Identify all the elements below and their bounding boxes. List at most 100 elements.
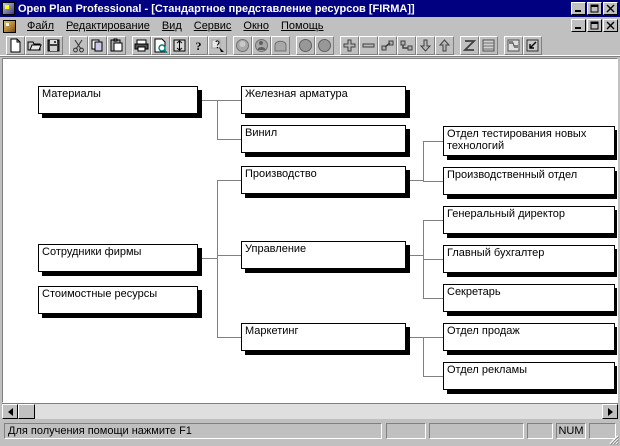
- ellipse-filled2-icon[interactable]: [315, 36, 334, 55]
- node-label: Отдел тестирования новых технологий: [447, 128, 587, 152]
- node-body[interactable]: Винил: [241, 125, 406, 153]
- edge-child-stub: [217, 100, 241, 101]
- help-question-icon[interactable]: ?: [189, 36, 208, 55]
- menu-item-service-label: Сервис: [193, 20, 232, 32]
- edge-vertical-trunk: [217, 100, 218, 140]
- node-body[interactable]: Материалы: [38, 86, 198, 114]
- node-body[interactable]: Стоимостные ресурсы: [38, 286, 198, 314]
- diagram-node[interactable]: Управление: [241, 241, 410, 273]
- status-panel-3: [527, 423, 553, 439]
- node-body[interactable]: Производственный отдел: [443, 167, 615, 195]
- menu-item-view[interactable]: Вид: [156, 19, 188, 33]
- edge-parent-stub: [198, 258, 217, 259]
- menu-item-file[interactable]: Файл: [21, 19, 60, 33]
- diagram-node[interactable]: Стоимостные ресурсы: [38, 286, 202, 318]
- diagram-node[interactable]: Главный бухгалтер: [443, 245, 617, 277]
- paste-clipboard-icon[interactable]: [107, 36, 126, 55]
- node-body[interactable]: Маркетинг: [241, 323, 406, 351]
- document-icon[interactable]: [3, 19, 16, 33]
- diagram-node[interactable]: Отдел продаж: [443, 323, 617, 355]
- scrollbar-thumb[interactable]: [18, 404, 35, 419]
- menu-item-edit-label: Редактирование: [66, 20, 150, 32]
- print-preview-icon[interactable]: [151, 36, 170, 55]
- diagram-node[interactable]: Сотрудники фирмы: [38, 244, 202, 276]
- node-label: Винил: [245, 127, 278, 139]
- diagram-node[interactable]: Отдел рекламы: [443, 362, 617, 394]
- node-body[interactable]: Секретарь: [443, 284, 615, 312]
- node-body[interactable]: Железная арматура: [241, 86, 406, 114]
- scrollbar-track[interactable]: [18, 404, 602, 419]
- toolbar: ?: [0, 35, 620, 57]
- window-controls: [571, 2, 618, 15]
- diagram-node[interactable]: Генеральный директор: [443, 206, 617, 238]
- edge-child-stub: [423, 220, 443, 221]
- scroll-right-arrow[interactable]: [602, 404, 618, 419]
- menu-item-help[interactable]: Помощь: [275, 19, 330, 33]
- status-hint: Для получения помощи нажмите F1: [4, 423, 382, 439]
- node-body[interactable]: Отдел рекламы: [443, 362, 615, 390]
- restore-button[interactable]: [587, 2, 602, 15]
- diagram-node[interactable]: Маркетинг: [241, 323, 410, 355]
- copy-icon[interactable]: [88, 36, 107, 55]
- diagram-node[interactable]: Секретарь: [443, 284, 617, 316]
- node-body[interactable]: Отдел продаж: [443, 323, 615, 351]
- diagram-node[interactable]: Производство: [241, 166, 410, 198]
- mdi-minimize-button[interactable]: [571, 19, 586, 32]
- resize-grip-icon[interactable]: [607, 433, 619, 445]
- resource-circle-icon[interactable]: [233, 36, 252, 55]
- zigzag-icon[interactable]: [460, 36, 479, 55]
- add-plus-icon[interactable]: [340, 36, 359, 55]
- node-label: Маркетинг: [245, 325, 299, 337]
- edge-child-stub: [217, 255, 241, 256]
- node-label: Железная арматура: [245, 88, 348, 100]
- save-disk-icon[interactable]: [44, 36, 63, 55]
- node-label: Отдел рекламы: [447, 364, 528, 376]
- layout-icon[interactable]: [504, 36, 523, 55]
- context-help-icon[interactable]: [208, 36, 227, 55]
- remove-minus-icon[interactable]: [359, 36, 378, 55]
- mdi-restore-button[interactable]: [587, 19, 602, 32]
- node-body[interactable]: Сотрудники фирмы: [38, 244, 198, 272]
- edge-vertical-trunk: [423, 337, 424, 377]
- diagram-node[interactable]: Винил: [241, 125, 410, 157]
- scroll-left-arrow[interactable]: [2, 404, 18, 419]
- sort-icon[interactable]: [170, 36, 189, 55]
- cut-scissors-icon[interactable]: [69, 36, 88, 55]
- node-body[interactable]: Управление: [241, 241, 406, 269]
- menu-item-help-label: Помощь: [280, 20, 324, 32]
- diagram-node[interactable]: Производственный отдел: [443, 167, 617, 199]
- node-body[interactable]: Главный бухгалтер: [443, 245, 615, 273]
- menu-item-window[interactable]: Окно: [237, 19, 275, 33]
- title-bar: Open Plan Professional - [Стандартное пр…: [0, 0, 620, 17]
- edge-parent-stub: [406, 180, 423, 181]
- diagram-node[interactable]: Железная арматура: [241, 86, 410, 118]
- table-view-icon[interactable]: [479, 36, 498, 55]
- minimize-button[interactable]: [571, 2, 586, 15]
- node-body[interactable]: Производство: [241, 166, 406, 194]
- node-body[interactable]: Отдел тестирования новых технологий: [443, 126, 615, 156]
- mdi-close-button[interactable]: [603, 19, 618, 32]
- horizontal-scrollbar[interactable]: [2, 403, 618, 419]
- open-folder-icon[interactable]: [25, 36, 44, 55]
- resource-shape-icon[interactable]: [271, 36, 290, 55]
- new-icon[interactable]: [6, 36, 25, 55]
- diagram-node[interactable]: Отдел тестирования новых технологий: [443, 126, 617, 160]
- ellipse-filled-icon[interactable]: [296, 36, 315, 55]
- diagram-node[interactable]: Материалы: [38, 86, 202, 118]
- print-icon[interactable]: [132, 36, 151, 55]
- unlink-icon[interactable]: [397, 36, 416, 55]
- menu-item-edit[interactable]: Редактирование: [60, 19, 156, 33]
- move-down-arrow-icon[interactable]: [416, 36, 435, 55]
- fit-to-window-icon[interactable]: [523, 36, 542, 55]
- move-up-arrow-icon[interactable]: [435, 36, 454, 55]
- menu-item-service[interactable]: Сервис: [188, 19, 238, 33]
- close-button[interactable]: [603, 2, 618, 15]
- edge-child-stub: [217, 180, 241, 181]
- window-title: Open Plan Professional - [Стандартное пр…: [18, 2, 415, 15]
- resource-person-icon[interactable]: [252, 36, 271, 55]
- link-icon[interactable]: [378, 36, 397, 55]
- node-body[interactable]: Генеральный директор: [443, 206, 615, 234]
